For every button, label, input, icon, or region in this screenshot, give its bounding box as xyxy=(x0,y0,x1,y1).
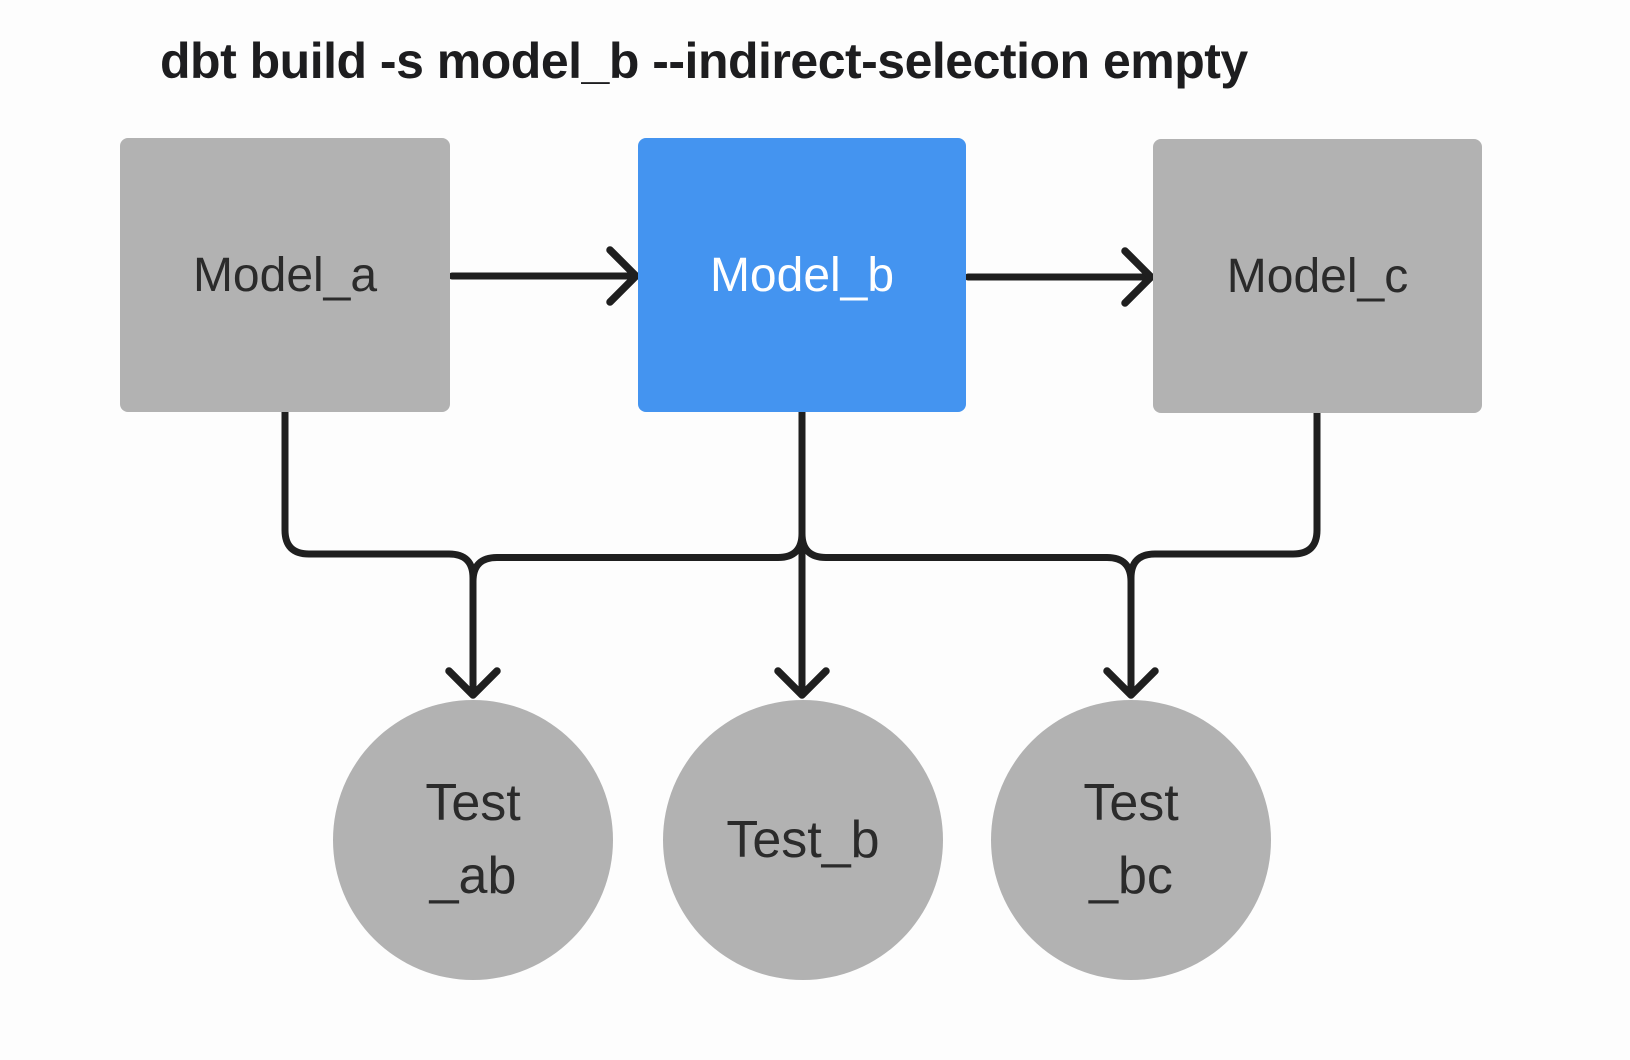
arrowhead-test-bc-icon xyxy=(1103,667,1159,699)
arrowhead-model-b-icon xyxy=(606,246,640,306)
node-model-c: Model_c xyxy=(1153,139,1482,413)
edge-model-b-to-test-bc xyxy=(798,408,1135,695)
node-test-ab-label-line1: Test xyxy=(425,774,521,832)
node-model-c-label: Model_c xyxy=(1226,249,1409,303)
node-test-b: Test_b xyxy=(663,700,943,980)
arrowhead-model-c-icon xyxy=(1121,247,1155,307)
edge-model-a-to-test-ab xyxy=(281,408,477,695)
node-test-b-label-line1: Test_b xyxy=(726,810,880,869)
edge-model-c-to-test-bc xyxy=(1127,409,1321,695)
node-model-b-label: Model_b xyxy=(709,248,895,302)
node-model-a: Model_a xyxy=(120,138,450,412)
arrowhead-test-ab-icon xyxy=(445,667,501,699)
node-test-ab: Test _ab xyxy=(333,700,613,980)
node-test-ab-label-line2: _ab xyxy=(429,847,517,905)
node-model-b: Model_b xyxy=(638,138,966,412)
node-test-bc-label-line1: Test xyxy=(1083,774,1179,832)
node-model-a-label: Model_a xyxy=(192,248,378,302)
edge-model-b-to-test-ab xyxy=(469,408,806,695)
diagram-title: dbt build -s model_b --indirect-selectio… xyxy=(160,33,1248,89)
node-test-bc: Test _bc xyxy=(991,700,1271,980)
node-test-bc-label-line2: _bc xyxy=(1089,847,1173,905)
arrowhead-test-b-icon xyxy=(774,667,830,699)
